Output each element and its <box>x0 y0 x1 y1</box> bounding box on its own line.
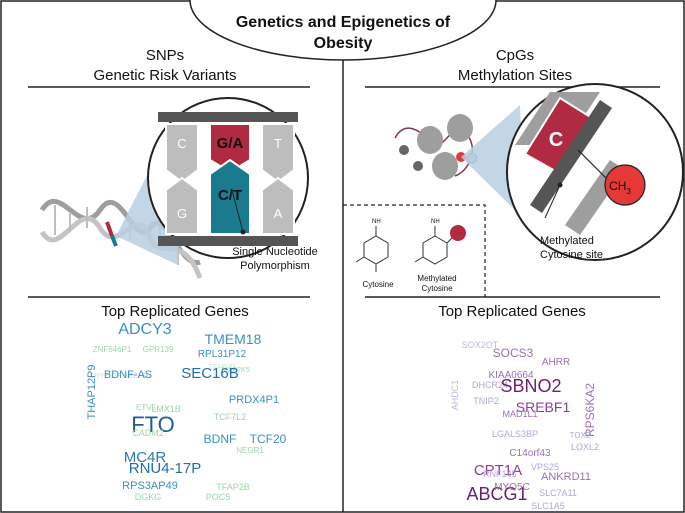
snp-label-2: Polymorphism <box>240 260 310 272</box>
gene-word: ABCG1 <box>466 484 527 504</box>
gene-word: SEC16B <box>181 365 239 382</box>
gene-word: SOCS3 <box>493 346 534 360</box>
site-label-1: Methylated <box>540 235 594 247</box>
base-top-2: G/A <box>217 135 244 152</box>
gene-word: ZNF646P1 <box>93 345 132 354</box>
cpg-heading-1: CpGs <box>496 47 534 64</box>
nucleosomes <box>394 114 478 180</box>
gene-word: RPL31P12 <box>198 349 247 360</box>
gene-word: RNF145 <box>483 469 517 479</box>
base-top-3: T <box>274 136 282 151</box>
gene-word: ADCY3 <box>118 321 171 338</box>
methylated-cytosine-structure <box>414 226 453 265</box>
gene-word: PRDX4P1 <box>229 394 279 406</box>
gene-word: TFAP2B <box>216 482 250 492</box>
snp-heading-1: SNPs <box>146 47 184 64</box>
base-bottom-2: C/T <box>218 187 242 204</box>
methylated-label-2: Cytosine <box>421 284 453 293</box>
base-top-1: C <box>177 136 186 151</box>
methyl-group-label: CH3 <box>609 179 631 196</box>
gene-word: MYO5C <box>494 482 530 493</box>
gene-word: SLC7A11 <box>539 488 577 498</box>
base-bottom-1: G <box>177 206 187 221</box>
gene-word: TFAP2D <box>209 364 235 371</box>
gene-word: VPS25 <box>531 462 559 472</box>
gene-word: THAP12P9 <box>86 364 98 419</box>
right-genes-heading: Top Replicated Genes <box>438 303 586 320</box>
gene-word: DHCR24 <box>472 380 508 390</box>
gene-word: AHRR <box>542 357 570 368</box>
gene-word: AHDC1 <box>450 380 460 411</box>
methylated-nh2: NH <box>431 219 440 225</box>
gene-word: KIAA0664 <box>488 370 533 381</box>
cytosine-nh2: NH <box>372 219 381 225</box>
gene-word: MC4R <box>124 449 167 466</box>
chem-methyl-circle <box>450 225 466 241</box>
snp-pointer-line <box>231 189 244 233</box>
gene-word: TMEM18 <box>205 331 262 347</box>
snp-pointer-dot <box>240 229 246 235</box>
gene-word: LOXL2 <box>571 442 599 452</box>
gene-word: SBNO2 <box>500 376 561 396</box>
cpg-heading-2: Methylation Sites <box>458 67 572 84</box>
site-pointer-dot <box>557 182 563 188</box>
gene-word: TNIP2 <box>473 396 499 406</box>
gene-word: SOX2OT <box>462 340 499 350</box>
snp-heading-2: Genetic Risk Variants <box>93 67 236 84</box>
gene-word: TOX2 <box>570 431 591 440</box>
base-bottom-3: A <box>274 206 283 221</box>
gene-word: TCF20 <box>250 432 287 446</box>
gene-word: POC5 <box>206 492 231 502</box>
site-pointer-line <box>544 184 561 219</box>
gene-word: RNU4-17P <box>129 460 202 477</box>
title-line-1: Genetics and Epigenetics of <box>236 14 451 31</box>
gene-word: GPR139 <box>143 345 174 354</box>
gene-word: TCF7L2 <box>214 412 247 422</box>
gene-word: BDNF <box>204 432 237 446</box>
title-line-2: Obesity <box>314 35 373 52</box>
snp-label-1: Single Nucleotide <box>232 246 318 258</box>
site-label-2: Cytosine site <box>540 249 603 261</box>
gene-word: RPS3AP49 <box>122 480 178 492</box>
snp-red-mark <box>105 221 114 237</box>
gene-word: FTO <box>131 412 175 437</box>
snp-teal-mark <box>110 235 118 247</box>
methylated-base-zoom: C CH3 <box>515 92 646 235</box>
cytosine-label: Cytosine <box>362 280 394 289</box>
base-pair-zoom: C G/A T G C/T A <box>158 112 298 246</box>
gene-word: MAP2K5 <box>222 367 250 374</box>
cytosine-structure <box>355 226 389 272</box>
gene-word: CADM2 <box>132 428 164 438</box>
methyl-group-circle <box>604 164 646 206</box>
gene-word: BDNF-AS <box>104 369 152 381</box>
chem-dashed-box <box>343 204 486 297</box>
gene-word: ANKRD11 <box>541 471 591 483</box>
gene-word: CRYZL2P-SEC16B <box>90 373 151 380</box>
gene-word: C14orf43 <box>509 448 551 459</box>
gene-word: MAD1L1 <box>502 409 537 419</box>
methyl-base-letter: C <box>549 129 563 151</box>
gene-word: DGKG <box>135 492 162 502</box>
gene-word: LMX1B <box>151 404 181 414</box>
gene-word: SREBF1 <box>516 399 571 415</box>
gene-word: ETV5 <box>136 403 157 412</box>
methylated-label-1: Methylated <box>417 274 456 283</box>
gene-word: RPS6KA2 <box>583 383 597 437</box>
gene-word: NEGR1 <box>236 446 264 455</box>
gene-word: SLC1A5 <box>531 501 565 511</box>
left-genes-heading: Top Replicated Genes <box>101 303 249 320</box>
gene-word: LGALS3BP <box>492 429 538 439</box>
gene-word: CPT1A <box>474 462 522 479</box>
title-arc <box>189 0 497 61</box>
